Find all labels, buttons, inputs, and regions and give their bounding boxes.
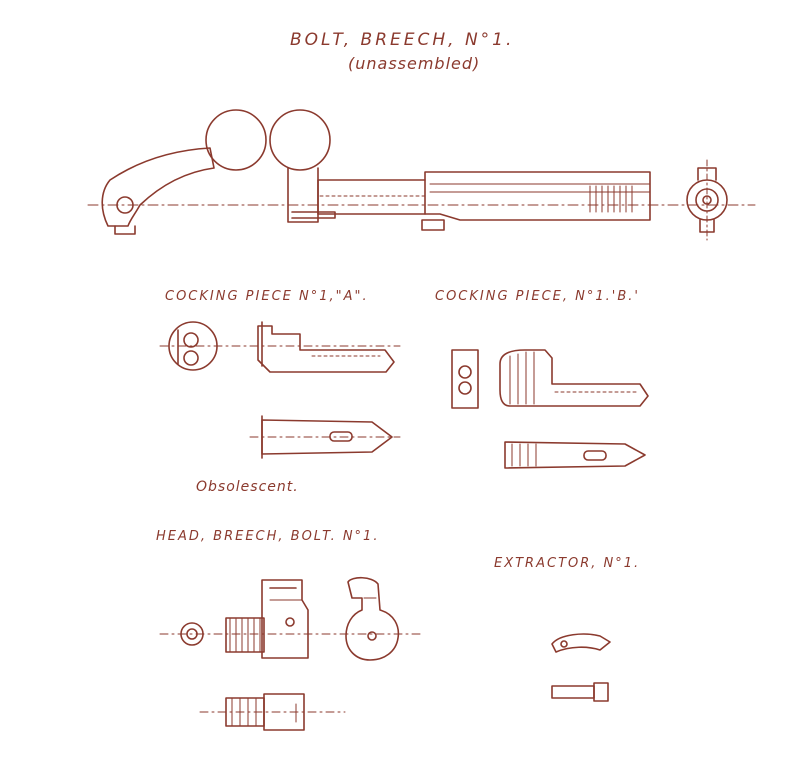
extractor-top-view-hole	[561, 641, 567, 647]
cocking-a-end-hole-top	[184, 333, 198, 347]
head-breech-bolt-drawing	[160, 578, 420, 730]
head-threads	[230, 618, 260, 652]
label-cocking-piece-b: COCKING PIECE, N°1.'B.'	[435, 289, 640, 304]
label-cocking-piece-a: COCKING PIECE N°1,"A".	[165, 289, 369, 304]
cocking-b-lower-view	[505, 442, 645, 468]
cocking-b-end-view	[452, 350, 478, 408]
cocking-a-end-hole-bottom	[184, 351, 198, 365]
label-head-breech-bolt: HEAD, BREECH, BOLT. N°1.	[156, 529, 380, 544]
label-extractor: EXTRACTOR, N°1.	[494, 556, 641, 571]
cocking-b-grip-lines	[510, 352, 534, 404]
head-body-pin	[286, 618, 294, 626]
cocking-piece-a-drawing	[160, 322, 400, 458]
extractor-side-head	[594, 683, 608, 701]
bolt-rib	[422, 220, 444, 230]
cocking-b-side-view	[500, 350, 648, 406]
extractor-drawing	[552, 634, 610, 701]
cocking-a-end-view	[169, 322, 217, 370]
sheet-title: BOLT, BREECH, N°1.	[290, 30, 515, 50]
head-end-view	[181, 623, 203, 645]
bolt-body	[318, 172, 650, 220]
bolt-knurling	[590, 186, 632, 212]
head-threaded-shank	[226, 618, 264, 652]
head-lower-thread-lines	[232, 698, 256, 726]
cocking-b-lower-knurl	[512, 444, 536, 466]
bolt-breech-drawing	[88, 110, 755, 240]
bolt-lever-foot	[115, 226, 135, 234]
cocking-b-end-hole-bottom	[459, 382, 471, 394]
bolt-lever-arm	[102, 148, 214, 226]
sheet-subtitle: (unassembled)	[348, 54, 481, 73]
bolt-lug	[292, 212, 335, 218]
bolt-end-view-outer	[687, 180, 727, 220]
bolt-stem	[288, 168, 318, 222]
extractor-side-shank	[552, 686, 594, 698]
bolt-end-view-lug-top	[698, 168, 716, 180]
cocking-a-side-view	[258, 326, 394, 372]
extractor-top-view	[552, 634, 610, 652]
bolt-lever-boss	[117, 197, 133, 213]
cocking-piece-b-drawing	[452, 350, 648, 468]
head-lower-body	[264, 694, 304, 730]
head-body	[262, 580, 308, 658]
cocking-a-lower-slot	[330, 432, 352, 441]
label-obsolescent: Obsolescent.	[196, 479, 299, 495]
cocking-b-lower-slot	[584, 451, 606, 460]
head-side-view-pin	[368, 632, 376, 640]
head-side-view	[346, 578, 398, 660]
bolt-knob-left	[206, 110, 266, 170]
cocking-b-end-hole-top	[459, 366, 471, 378]
head-end-view-core	[187, 629, 197, 639]
bolt-knob-right	[270, 110, 330, 170]
